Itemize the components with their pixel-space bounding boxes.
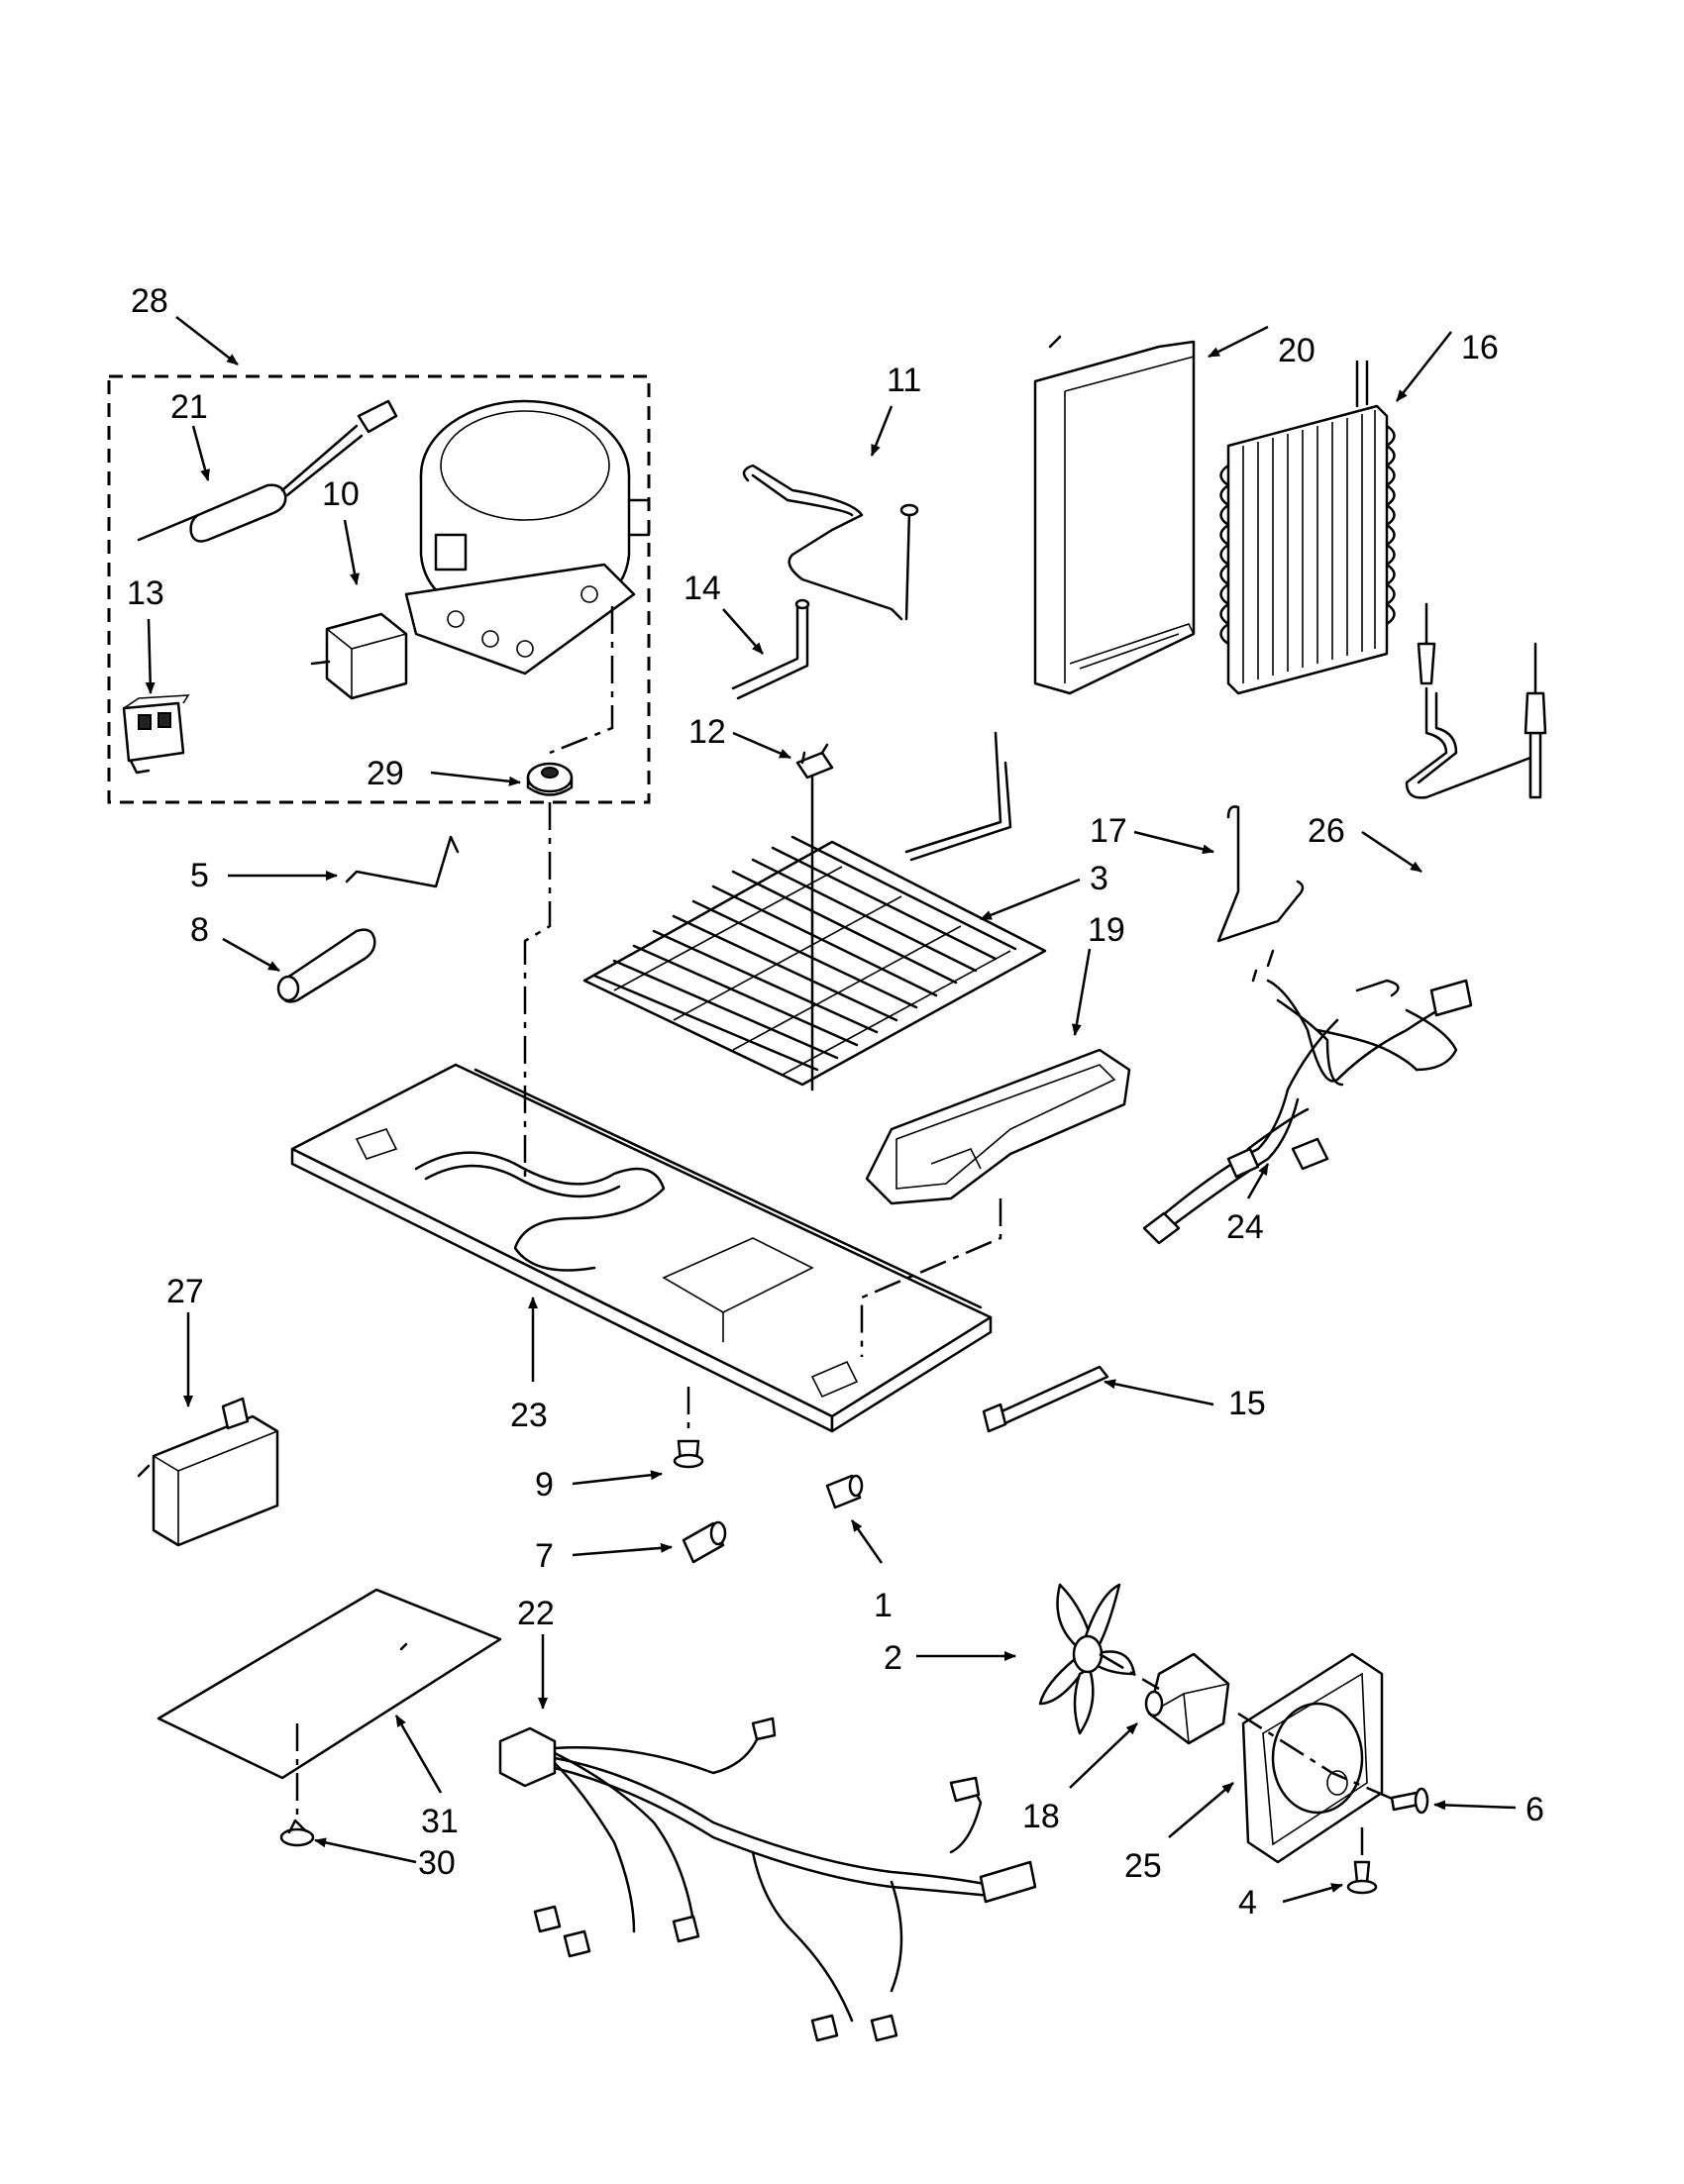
suction-tube	[731, 598, 810, 700]
callout-11: 11	[887, 362, 921, 399]
compressor-kit-outline	[107, 374, 651, 804]
callout-5: 5	[190, 857, 209, 894]
callout-23: 23	[510, 1397, 548, 1434]
callout-25: 25	[1124, 1847, 1162, 1885]
main-wiring-harness	[498, 1716, 1037, 2042]
callout-3: 3	[1090, 860, 1108, 897]
evaporator	[582, 731, 1047, 1092]
callout-27: 27	[166, 1273, 204, 1310]
callout-4: 4	[1238, 1884, 1257, 1922]
condenser	[1219, 360, 1396, 695]
callout-29: 29	[367, 755, 404, 792]
callout-18: 18	[1022, 1798, 1060, 1835]
callout-16: 16	[1461, 329, 1499, 366]
callout-30: 30	[418, 1844, 456, 1882]
callout-20: 20	[1278, 332, 1316, 369]
cable-tie	[982, 1365, 1109, 1433]
discharge-tube	[742, 464, 919, 621]
callout-26: 26	[1308, 812, 1345, 850]
callout-1: 1	[874, 1587, 893, 1624]
callout-14: 14	[684, 570, 721, 607]
callout-7: 7	[535, 1537, 554, 1575]
compressor	[404, 399, 651, 676]
bushing-1	[825, 1474, 864, 1509]
callout-19: 19	[1088, 911, 1125, 949]
leader-arrows	[145, 316, 1517, 1904]
callout-22: 22	[517, 1595, 555, 1632]
retainer-clip	[279, 1819, 315, 1847]
callout-17: 17	[1090, 812, 1127, 850]
overload	[122, 694, 190, 775]
callout-6: 6	[1526, 1791, 1544, 1828]
callout-15: 15	[1228, 1385, 1266, 1422]
callout-31: 31	[421, 1803, 459, 1840]
callout-2: 2	[884, 1639, 902, 1677]
callout-8: 8	[190, 911, 209, 949]
callout-12: 12	[688, 713, 726, 751]
screw-6	[1390, 1787, 1429, 1815]
screw-9	[673, 1439, 704, 1469]
callout-9: 9	[535, 1466, 554, 1504]
drier	[137, 399, 398, 543]
wiring-harness	[1142, 949, 1473, 1245]
drier-tube	[1405, 602, 1547, 799]
grommet	[526, 762, 574, 796]
hanger-wire	[1216, 805, 1305, 943]
base-plate	[290, 1063, 993, 1433]
callout-labels: 28 21 10 13 29 11 14 12 20 16 17 26 3 19…	[127, 282, 1544, 1922]
control-module	[137, 1397, 279, 1547]
callout-24: 24	[1226, 1208, 1264, 1246]
condenser-shroud	[1033, 335, 1196, 695]
assembly-lines	[295, 606, 1398, 1862]
insulation-sheet	[157, 1588, 502, 1780]
clip	[795, 743, 834, 780]
bracket-wire	[345, 835, 460, 888]
fan-blade	[1038, 1583, 1136, 1735]
callout-21: 21	[170, 388, 208, 426]
screw-4	[1346, 1860, 1378, 1895]
relay	[310, 612, 408, 700]
drain-pan	[865, 1048, 1131, 1205]
bushing-7	[682, 1520, 727, 1564]
callout-28: 28	[131, 282, 168, 320]
insulation-sleeve	[276, 928, 376, 1003]
fan-motor	[1144, 1652, 1230, 1745]
callout-10: 10	[322, 475, 360, 513]
fan-shroud	[1241, 1652, 1384, 1864]
callout-13: 13	[127, 574, 164, 612]
